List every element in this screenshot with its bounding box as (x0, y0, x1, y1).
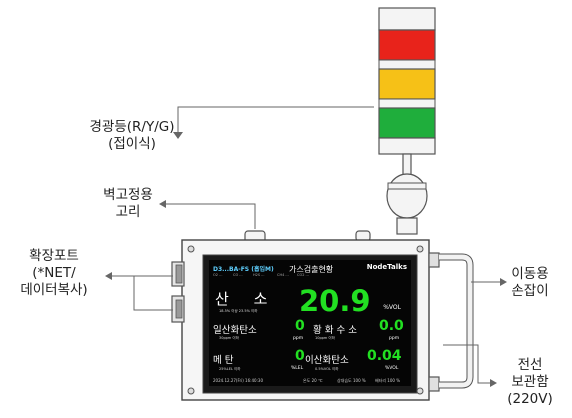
gas-value: 0 (295, 348, 305, 364)
gas-note: 25%LEL 이하 (219, 367, 241, 371)
gas-note: 10ppm 이하 (315, 336, 335, 340)
expansion-ports (171, 261, 185, 323)
gas-note: 30ppm 이하 (219, 336, 239, 340)
device-name: D3...BA-FS (흡입M) (213, 266, 274, 273)
gas-unit: %VOL (385, 366, 399, 371)
primary-gas-unit: %VOL (383, 304, 401, 311)
primary-gas-note: 18.5% 이상 23.5% 이하 (219, 309, 258, 313)
primary-gas-value: 20.9 (299, 284, 371, 318)
yellow-lamp (378, 68, 436, 100)
gas-name: 황 화 수 소 (313, 325, 358, 336)
sub-info: CO ... (233, 273, 243, 277)
gas-unit: ppm (389, 336, 400, 341)
expansion-port-label: 확장포트 (*NET/ 데이터복사) (20, 248, 88, 298)
carry-handle (428, 252, 474, 392)
battery: 배터리 100 % (375, 378, 401, 383)
temperature: 온도 20 ℃ (303, 378, 323, 383)
brand-logo: NodeTalks (366, 263, 407, 271)
cable-storage-label: 전선 보관함 (220V) (507, 357, 553, 407)
wall-hook-label: 벽고정용 고리 (103, 187, 153, 220)
sub-info: CO2 ... (297, 273, 309, 277)
gas-name: 메 탄 (213, 355, 234, 366)
screen-title: 가스검출현황 (289, 265, 334, 274)
signal-light-label: 경광등(R/Y/G) (접이식) (89, 119, 175, 152)
signal-light-tower (378, 7, 436, 235)
gas-note: 0.5%VOL 이하 (315, 367, 339, 371)
gas-value: 0.0 (379, 318, 404, 334)
red-lamp (378, 29, 436, 61)
sub-info: H2S ... (253, 273, 265, 277)
gas-name: 이산화탄소 (305, 355, 349, 366)
green-lamp (378, 107, 436, 139)
datetime: 2024.12.27(Fri) 16:40:30 (213, 378, 264, 383)
handle-label: 이동용 손잡이 (511, 266, 549, 299)
humidity: 상대습도 100 % (337, 378, 366, 383)
primary-gas-name: 산 소 (215, 290, 278, 308)
gas-name: 일산화탄소 (213, 325, 257, 336)
gas-unit: ppm (293, 336, 304, 341)
sub-info: CH4 ... (277, 273, 289, 277)
gas-value: 0 (295, 318, 305, 334)
gas-value: 0.04 (367, 348, 402, 364)
gas-unit: %LEL (291, 366, 304, 371)
display-screen: D3...BA-FS (흡입M) 가스검출현황 NodeTalks O2 ...… (209, 260, 411, 386)
sub-info: O2 ... (213, 273, 223, 277)
